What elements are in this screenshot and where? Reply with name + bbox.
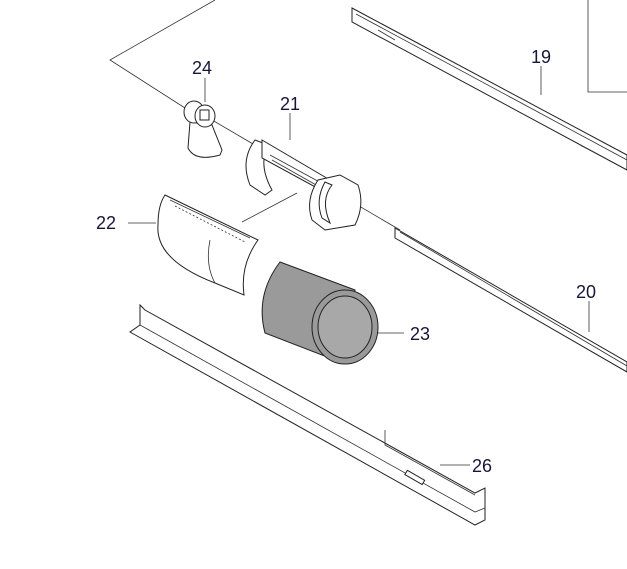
frame-outline (587, 0, 627, 93)
label-20: 20 (576, 282, 596, 302)
label-19: 19 (531, 47, 551, 67)
part-23-roller (261, 261, 379, 365)
assembly-bracket-line (109, 0, 216, 109)
part-22-sleeve (157, 194, 259, 296)
part-21-22-link-line (241, 192, 298, 223)
part-24-bushing (183, 100, 223, 158)
part-20-rail (394, 227, 627, 373)
label-26: 26 (472, 456, 492, 476)
label-21: 21 (280, 94, 300, 114)
part-26-bracket (129, 303, 486, 526)
label-24: 24 (192, 58, 212, 78)
part-19-rail (351, 7, 627, 171)
label-23: 23 (410, 324, 430, 344)
label-22: 22 (96, 213, 116, 233)
part-21-holder (245, 139, 362, 231)
